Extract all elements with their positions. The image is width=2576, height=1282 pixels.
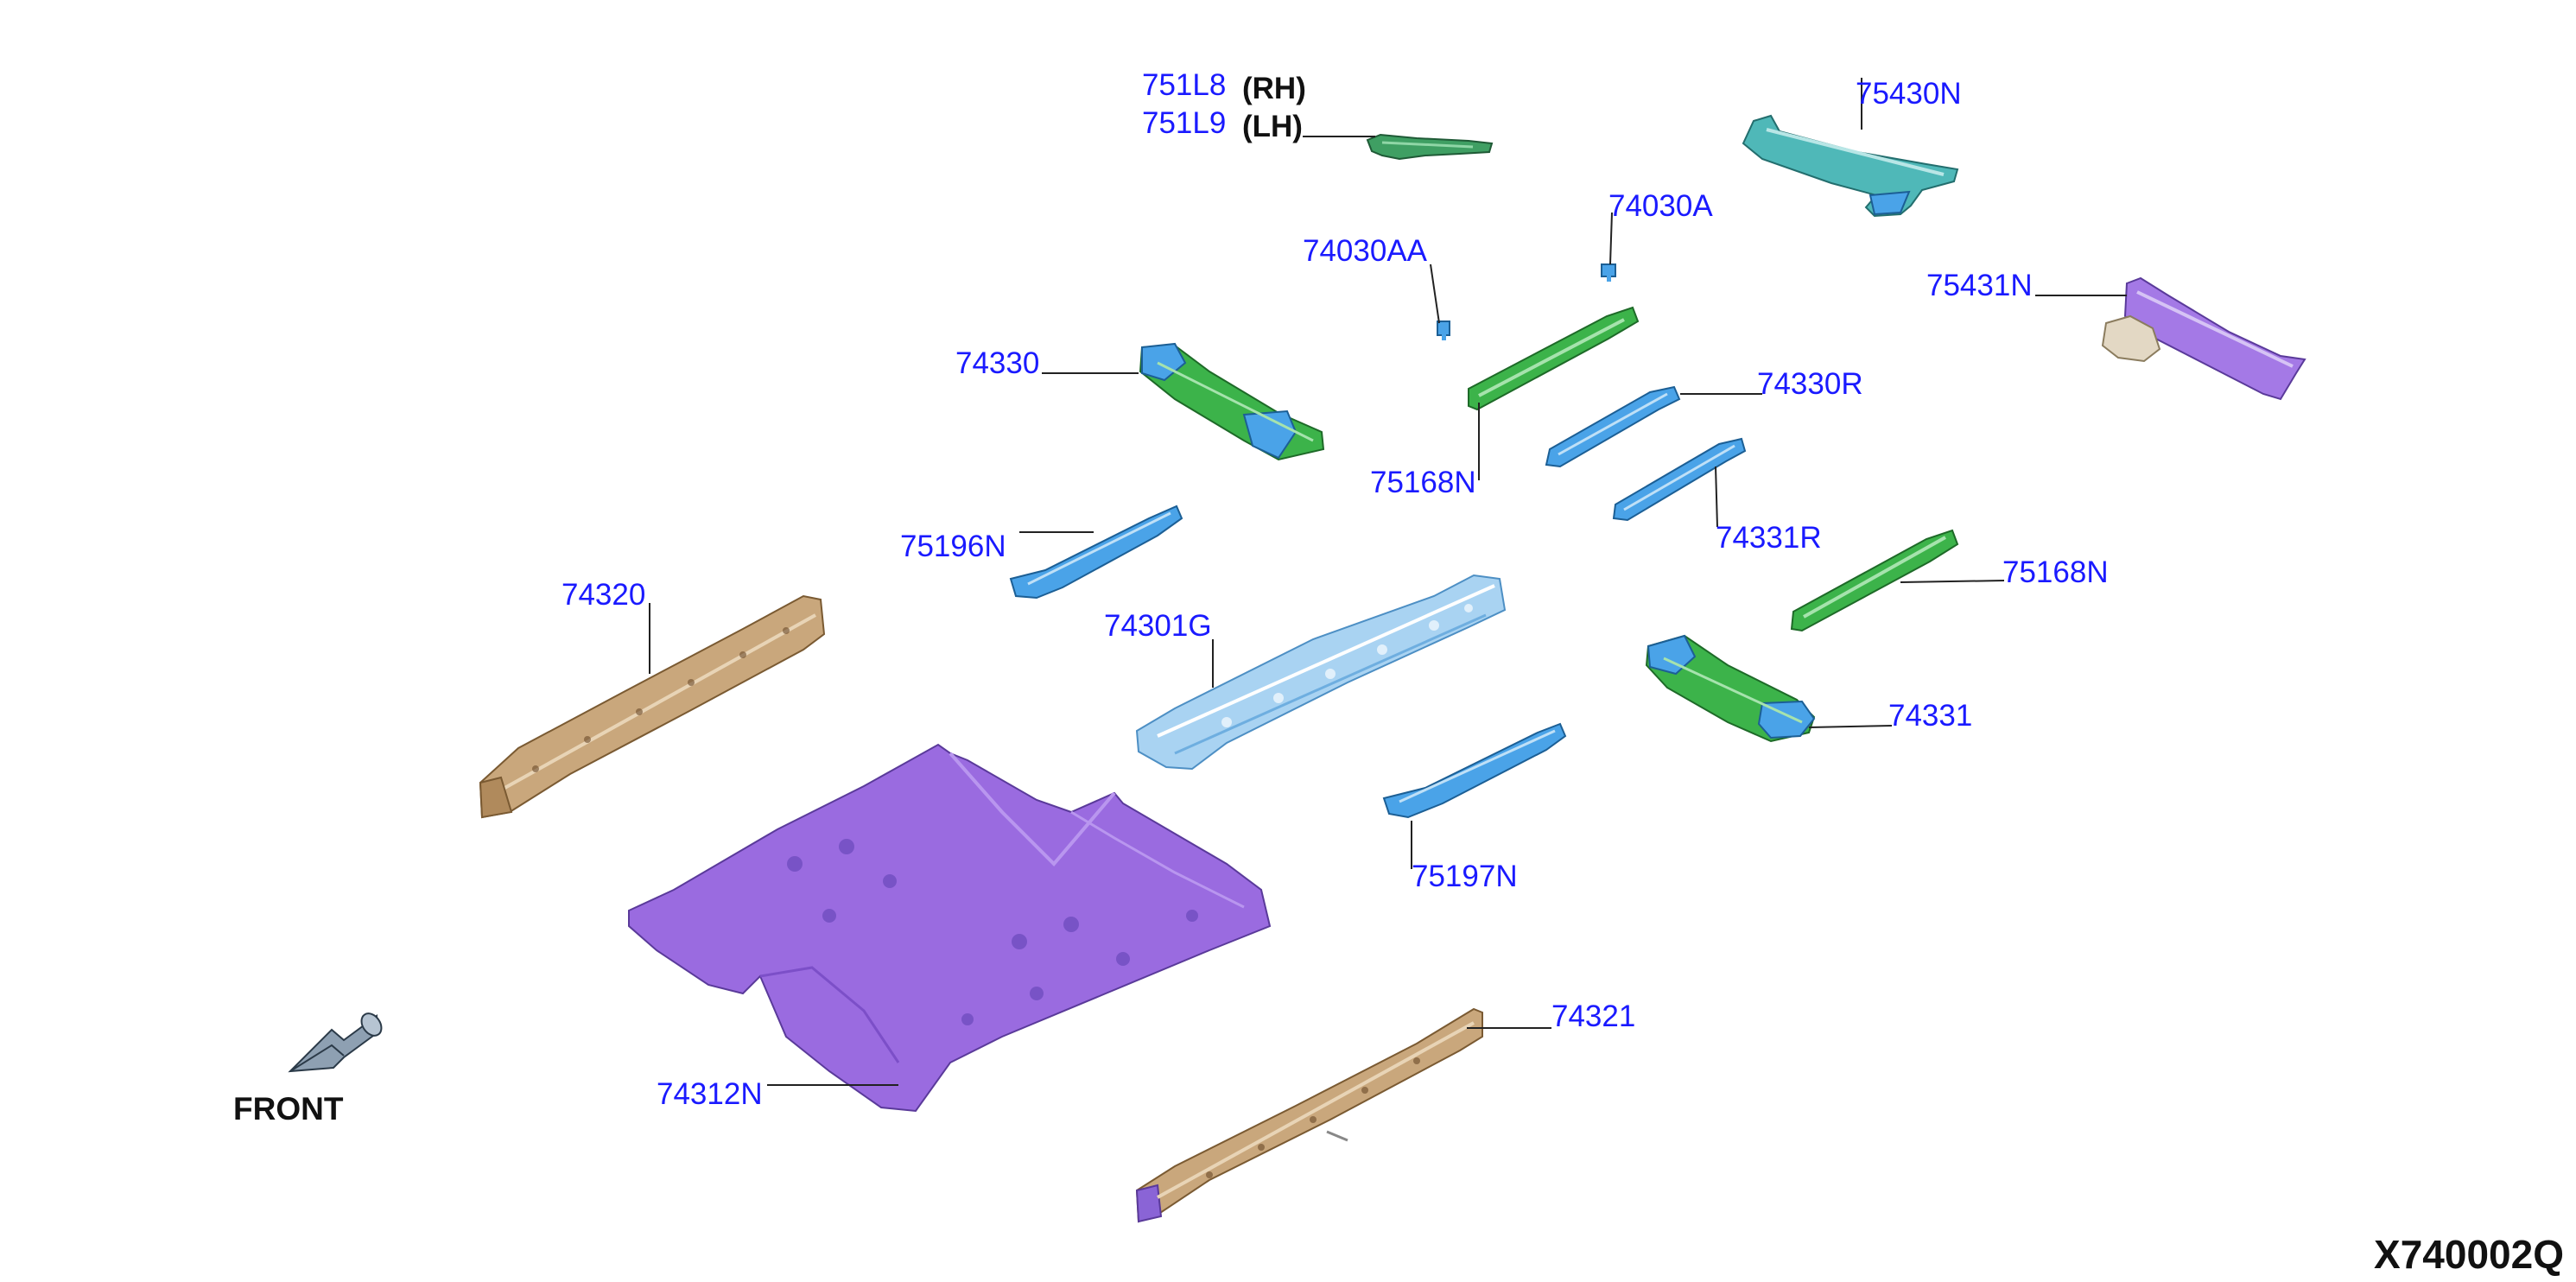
leader-lines	[649, 78, 2127, 1086]
part-75431n-rail[interactable]	[2101, 276, 2306, 401]
callout-74320[interactable]: 74320	[562, 578, 645, 612]
part-75196n-member[interactable]	[1009, 505, 1183, 600]
callout-74301g[interactable]: 74301G	[1104, 609, 1212, 643]
callout-75430n[interactable]: 75430N	[1856, 77, 1962, 111]
part-74320-sill[interactable]	[479, 594, 826, 819]
part-75197n-member[interactable]	[1382, 722, 1567, 819]
part-75168n-upper-member[interactable]	[1468, 306, 1640, 411]
part-74330-member[interactable]	[1139, 342, 1325, 461]
callout-74321[interactable]: 74321	[1551, 1000, 1635, 1033]
part-75168n-right-member[interactable]	[1790, 529, 1959, 632]
callout-75168n-right[interactable]: 75168N	[2002, 555, 2109, 589]
diagram-code: X740002Q	[2374, 1232, 2564, 1277]
callout-751l8[interactable]: 751L8	[1142, 68, 1226, 102]
part-74301g-tunnel[interactable]	[1135, 574, 1507, 771]
callout-74330[interactable]: 74330	[955, 346, 1039, 380]
part-74330r-member[interactable]	[1545, 385, 1681, 468]
part-74312n-floor-panel[interactable]	[628, 743, 1272, 1113]
part-751l8-bracket[interactable]	[1366, 133, 1494, 161]
front-arrow-icon	[288, 1012, 383, 1073]
callout-74330r[interactable]: 74330R	[1757, 367, 1863, 401]
callout-74331[interactable]: 74331	[1888, 699, 1972, 733]
label-lh: (LH)	[1242, 110, 1303, 143]
part-74030aa-bolt[interactable]	[1437, 320, 1450, 340]
callout-75197n[interactable]: 75197N	[1412, 860, 1518, 893]
part-74030a-bolt[interactable]	[1601, 263, 1616, 282]
callout-74331r[interactable]: 74331R	[1716, 521, 1822, 555]
callout-74312n[interactable]: 74312N	[657, 1077, 763, 1111]
part-74321-sill[interactable]	[1135, 1007, 1483, 1223]
part-75430n-rail[interactable]	[1742, 114, 1959, 218]
callout-labels: 751L8 (RH) 751L9 (LH) 75430N 74030A 7403…	[562, 68, 2109, 1111]
callout-75196n[interactable]: 75196N	[900, 530, 1006, 563]
front-label: FRONT	[233, 1091, 344, 1127]
callout-751l9[interactable]: 751L9	[1142, 106, 1226, 140]
callout-74030a[interactable]: 74030A	[1608, 189, 1713, 223]
callout-75168n-upper[interactable]: 75168N	[1370, 466, 1476, 499]
part-74331r-member[interactable]	[1612, 437, 1747, 522]
part-74331-member[interactable]	[1645, 634, 1816, 743]
callout-74030aa[interactable]: 74030AA	[1303, 234, 1428, 268]
label-rh: (RH)	[1242, 72, 1306, 105]
callout-75431n[interactable]: 75431N	[1926, 269, 2033, 302]
